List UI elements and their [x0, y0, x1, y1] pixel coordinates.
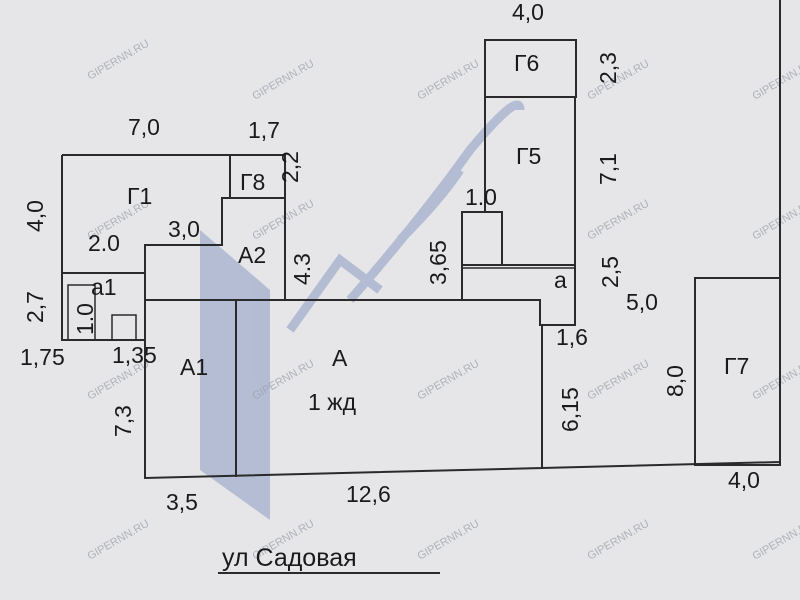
- watermark-text: GIPERNN.RU: [416, 58, 482, 103]
- watermark-text: GIPERNN.RU: [751, 58, 800, 103]
- room-label-a1-small: а1: [91, 274, 117, 300]
- dim-bottom-g7: 4,0: [728, 467, 760, 493]
- dim-bottom-a1: 3,5: [166, 489, 198, 515]
- watermark-text: GIPERNN.RU: [251, 58, 317, 103]
- dim-a-right-step: 1,6: [556, 324, 588, 350]
- room-label-g8: Г8: [240, 169, 265, 195]
- dim-left-bottom: 1,75: [20, 344, 65, 370]
- dim-a1-left: 7,3: [110, 405, 136, 437]
- street-name: ул Садовая: [222, 544, 357, 572]
- dim-g5-notch: 1.0: [465, 184, 497, 210]
- stamp-overlay: [200, 100, 525, 520]
- room-label-g1: Г1: [127, 183, 152, 209]
- outline-a1-inner: [67, 284, 96, 341]
- room-label-g5: Г5: [516, 143, 541, 169]
- room-label-a1: А1: [180, 354, 208, 380]
- outline-notch: [461, 211, 503, 266]
- dim-top-g1: 7,0: [128, 114, 160, 140]
- outline-a1-step: [111, 314, 137, 341]
- watermark-text: GIPERNN.RU: [751, 518, 800, 563]
- outline-g8: [229, 154, 286, 199]
- dim-a2-top: 3,0: [168, 216, 200, 242]
- room-label-a-right: а: [554, 267, 567, 293]
- dim-g8-top: 1,7: [248, 117, 280, 143]
- dim-g6-side: 2,3: [595, 52, 621, 84]
- watermark-text: GIPERNN.RU: [86, 518, 152, 563]
- dim-g7-top: 5,0: [626, 289, 658, 315]
- dim-g1-inner: 2.0: [88, 230, 120, 256]
- watermark-text: GIPERNN.RU: [86, 38, 152, 83]
- room-label-g7: Г7: [724, 353, 749, 379]
- watermark-text: GIPERNN.RU: [586, 198, 652, 243]
- dim-a1-small-inner: 1.0: [72, 303, 98, 335]
- dim-g1-left: 4,0: [22, 200, 48, 232]
- dim-a2-side: 4.3: [289, 253, 315, 285]
- watermark-text: GIPERNN.RU: [416, 518, 482, 563]
- dim-a-right-side: 6,15: [557, 387, 583, 432]
- room-label-a-main: А: [332, 345, 348, 371]
- room-label-a-main-sub: 1 жд: [308, 389, 357, 415]
- watermark-text: GIPERNN.RU: [586, 518, 652, 563]
- dim-g8-side: 2,2: [277, 151, 303, 183]
- watermark-text: GIPERNN.RU: [751, 198, 800, 243]
- dim-bottom-a: 12,6: [346, 481, 391, 507]
- watermark-text: GIPERNN.RU: [251, 198, 317, 243]
- dim-top-g6: 4,0: [512, 0, 544, 25]
- watermark-text: GIPERNN.RU: [751, 358, 800, 403]
- dim-notch-side: 3,65: [425, 240, 451, 285]
- room-label-a2: А2: [238, 242, 266, 268]
- outline-g6: [484, 39, 577, 98]
- dim-a1-top: 1,35: [112, 342, 157, 368]
- dim-g7-side: 8,0: [662, 365, 688, 397]
- watermark-text: GIPERNN.RU: [416, 358, 482, 403]
- room-label-g6: Г6: [514, 50, 539, 76]
- dim-a1-small-left: 2,7: [22, 291, 48, 323]
- dim-a-right-top: 2,5: [597, 256, 623, 288]
- watermark-text: GIPERNN.RU: [586, 358, 652, 403]
- dim-g5-side: 7,1: [595, 153, 621, 185]
- outline-g7: [694, 277, 781, 466]
